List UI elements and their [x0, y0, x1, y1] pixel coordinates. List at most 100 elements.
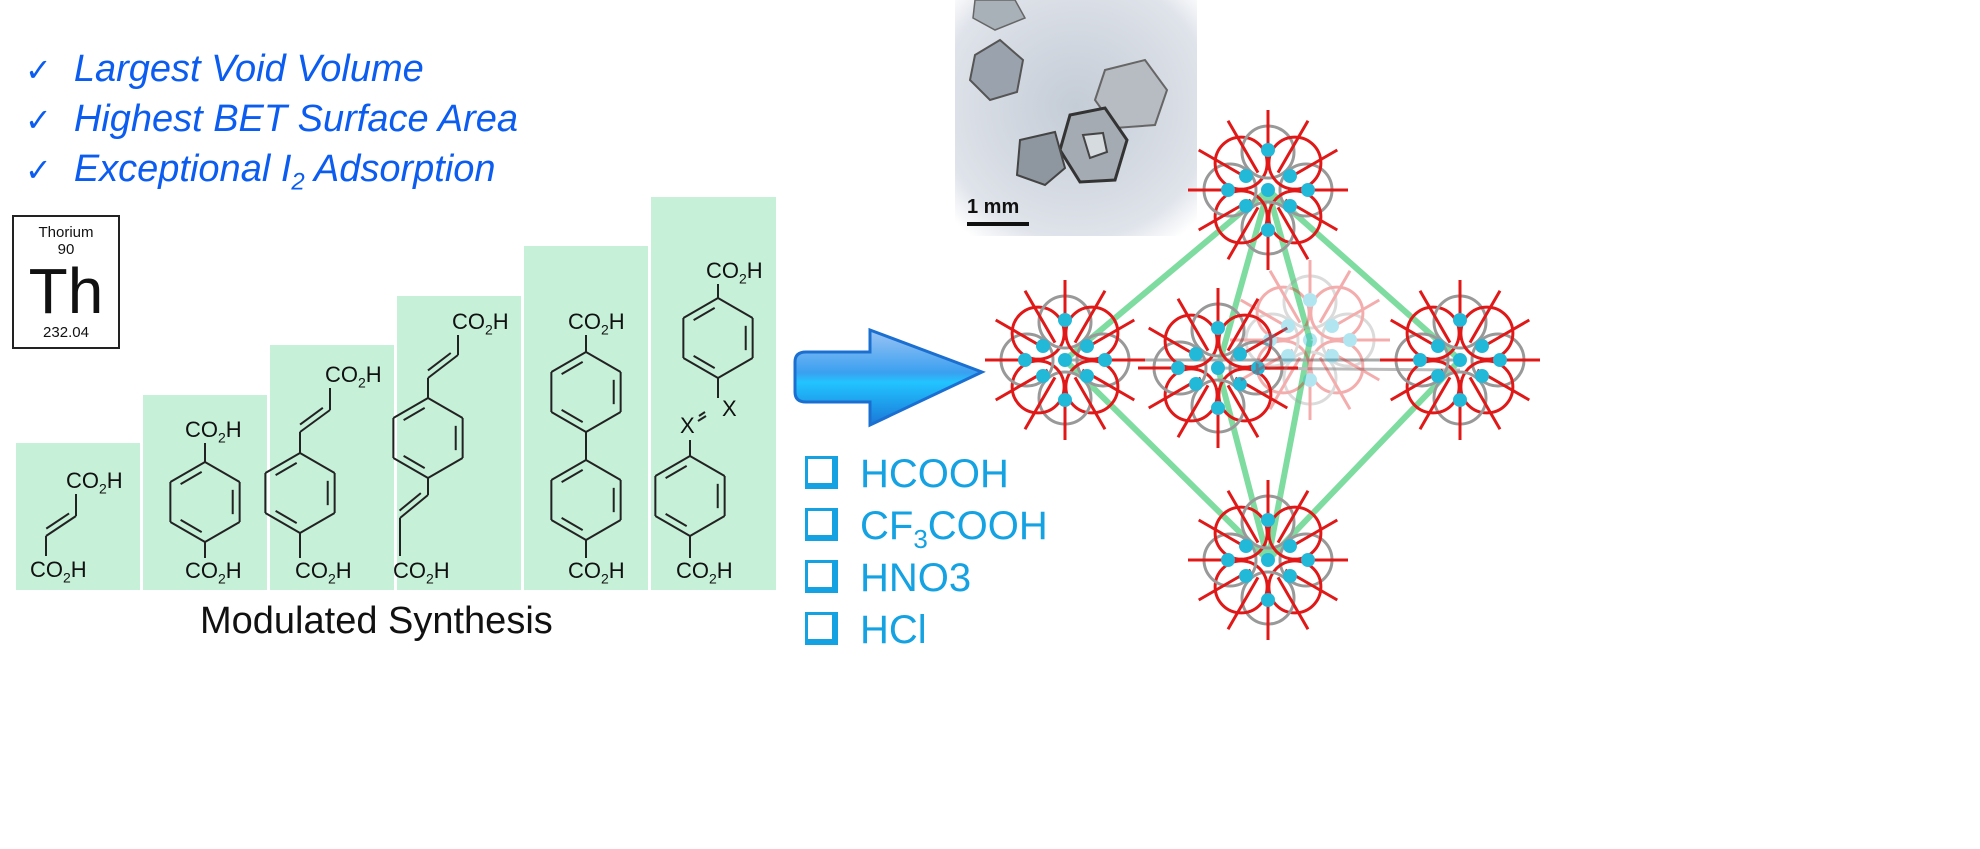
thorium-atom	[1239, 539, 1253, 553]
thorium-atom	[1058, 353, 1072, 367]
modulator-cf3cooh: CF3COOH	[805, 504, 1048, 555]
checkbox-icon	[805, 456, 838, 489]
oxygen-bond	[1276, 119, 1310, 174]
oxygen-bond	[1226, 297, 1260, 352]
co2h-label: CO2H	[66, 468, 123, 496]
thorium-atom	[1261, 183, 1275, 197]
thorium-atom	[1189, 347, 1203, 361]
bond	[45, 515, 77, 537]
linker-rod	[1265, 357, 1463, 563]
x-atom-label: X	[722, 396, 737, 421]
formula-co: CO	[185, 558, 218, 583]
thorium-atom	[1453, 313, 1467, 327]
thorium-atom	[1283, 539, 1297, 553]
formula-h: H	[433, 558, 450, 583]
bond	[299, 452, 336, 474]
thorium-atom	[1261, 223, 1275, 237]
bond	[561, 409, 584, 423]
thorium-atom	[1036, 339, 1050, 353]
co2h-label: CO2H	[185, 417, 242, 445]
element-symbol: Th	[28, 255, 104, 327]
bullet-sub: 2	[291, 168, 305, 196]
bond	[264, 512, 301, 534]
bond	[654, 455, 691, 477]
bond	[693, 355, 716, 369]
co2h-label: CO2H	[568, 558, 625, 586]
thorium-atom	[1281, 349, 1295, 363]
formula-sub: 2	[601, 321, 609, 338]
formula-h: H	[225, 558, 242, 583]
co2h-label: CO2H	[568, 309, 625, 337]
thorium-atom	[1453, 393, 1467, 407]
bond	[299, 406, 324, 426]
thorium-atom	[1283, 199, 1297, 213]
bond	[204, 521, 241, 543]
thorium-atom	[1261, 513, 1275, 527]
thorium-atom	[1261, 143, 1275, 157]
th-cluster-top	[1188, 110, 1348, 270]
linker-rod	[1265, 189, 1313, 341]
oxygen-bond	[1418, 289, 1452, 344]
checkbox-icon	[805, 612, 838, 645]
formula-co: CO	[393, 558, 426, 583]
modulator-text: CF	[860, 504, 914, 548]
formula-h: H	[335, 558, 352, 583]
carboxylate-ring	[1309, 339, 1365, 395]
bullet-text: Exceptional I	[73, 148, 292, 190]
oxygen-bond	[1023, 376, 1057, 431]
thorium-atom	[1301, 183, 1315, 197]
bullet-bet-area: ✓Highest BET Surface Area	[25, 98, 518, 141]
thorium-atom	[1453, 353, 1467, 367]
checkbox-icon	[805, 560, 838, 593]
bond	[399, 494, 429, 519]
bond	[550, 411, 587, 433]
bond	[299, 512, 336, 534]
oxygen-bond	[1239, 298, 1294, 332]
thorium-atom	[1171, 361, 1185, 375]
bond	[427, 397, 464, 419]
co2h-label: CO2H	[676, 558, 733, 586]
oxygen-bond	[1326, 298, 1381, 332]
thorium-atom	[1080, 369, 1094, 383]
formula-sub: 2	[63, 569, 71, 586]
formula-h: H	[492, 309, 509, 334]
carboxylate-ring	[1309, 285, 1365, 341]
th-cluster-right	[1380, 280, 1540, 440]
thorium-atom	[1233, 347, 1247, 361]
formula-h: H	[608, 558, 625, 583]
linker-panel-5	[524, 246, 648, 590]
formula-h: H	[70, 557, 87, 582]
formula-sub: 2	[709, 570, 717, 587]
thorium-atom	[1239, 569, 1253, 583]
formula-co: CO	[295, 558, 328, 583]
oxygen-bond	[1268, 269, 1302, 324]
linker-rod	[1266, 187, 1462, 363]
oxygen-bond	[1176, 297, 1210, 352]
bond	[682, 297, 719, 319]
check-icon: ✓	[25, 151, 52, 189]
thorium-atom	[1431, 369, 1445, 383]
oxygen-bond	[1239, 348, 1294, 382]
thorium-atom	[1251, 361, 1265, 375]
formula-co: CO	[30, 557, 63, 582]
bond	[717, 357, 754, 379]
co2h-label: CO2H	[706, 258, 763, 286]
bond	[275, 462, 298, 476]
modulator-text: COOH	[927, 504, 1048, 548]
formula-sub: 2	[601, 570, 609, 587]
thorium-atom	[1413, 353, 1427, 367]
formula-sub: 2	[358, 374, 366, 391]
check-icon: ✓	[25, 51, 52, 89]
thorium-atom	[1211, 321, 1225, 335]
carboxylate-ring	[1255, 285, 1311, 341]
bond	[717, 297, 754, 319]
formula-sub: 2	[426, 570, 434, 587]
bond	[665, 465, 688, 479]
thorium-atom	[1058, 313, 1072, 327]
element-number: 90	[57, 241, 75, 258]
bond	[169, 521, 206, 543]
bond	[427, 457, 464, 479]
oxygen-bond	[1468, 289, 1502, 344]
thorium-atom	[1263, 333, 1277, 347]
bond	[180, 471, 203, 485]
